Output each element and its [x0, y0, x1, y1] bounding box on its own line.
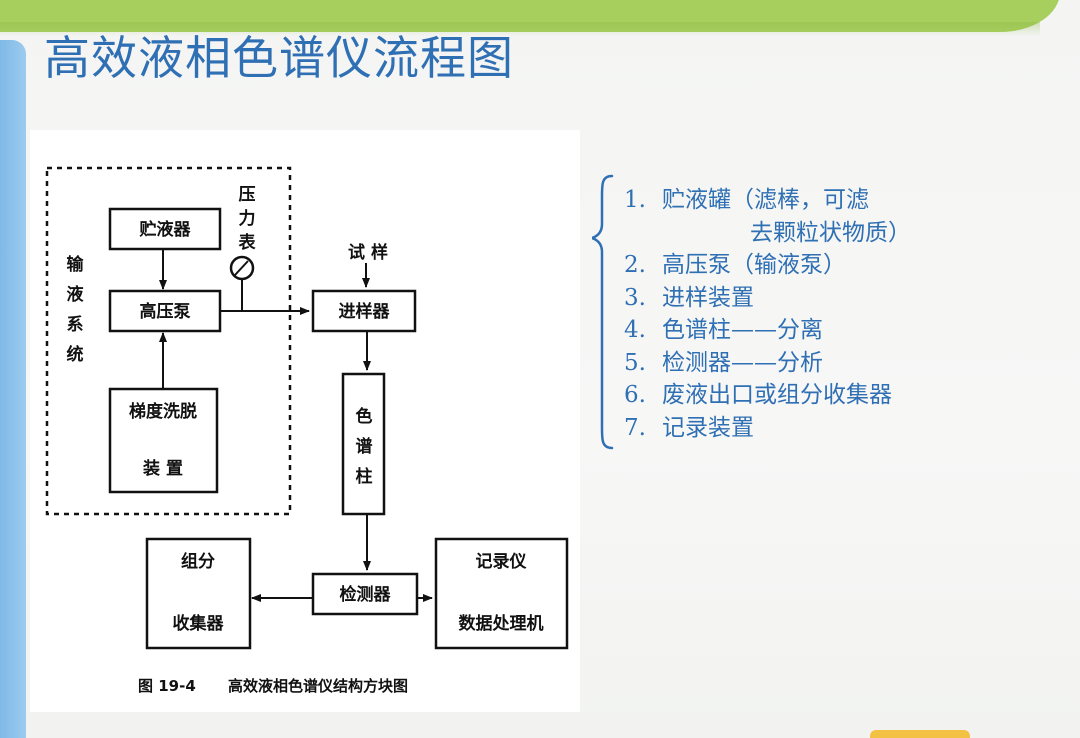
gradient-elution-label-1: 梯度洗脱	[129, 401, 197, 422]
slide-title: 高效液相色谱仪流程图	[44, 31, 514, 85]
list-item: 4.色谱柱——分离	[624, 317, 823, 343]
gauge-label-char-1: 压	[239, 185, 256, 205]
collector-box	[145, 537, 252, 650]
injector-box	[311, 289, 417, 333]
pressure-gauge-needle	[234, 260, 249, 276]
list-item: 7.记录装置	[624, 414, 754, 441]
collector-label-2: 收集器	[173, 613, 225, 634]
block-diagram-svg: 输 液 系 统 贮液器 高压泵 梯度洗脱 装 置 压 力 表 试 样	[45, 166, 569, 695]
list-item: 3.进样装置	[624, 284, 754, 311]
recorder-box	[434, 537, 569, 650]
list-item: 5.检测器——分析	[624, 349, 823, 376]
column-label-char-2: 谱	[356, 436, 373, 457]
gradient-elution-label-2: 装 置	[142, 458, 183, 479]
reservoir-label: 贮液器	[139, 219, 192, 240]
block-diagram-figure: 输 液 系 统 贮液器 高压泵 梯度洗脱 装 置 压 力 表 试 样	[30, 130, 580, 712]
detector-label: 检测器	[340, 584, 392, 605]
gauge-label-char-3: 表	[239, 232, 257, 253]
pump-label: 高压泵	[140, 301, 191, 322]
column-box	[341, 372, 386, 516]
components-list-panel: 1.贮液罐（滤棒，可滤 去颗粒状物质） 2.高压泵（输液泵） 3.进样装置 4.…	[592, 172, 1062, 462]
column-label-char-1: 色	[356, 406, 373, 427]
components-list: 1.贮液罐（滤棒，可滤 去颗粒状物质） 2.高压泵（输液泵） 3.进样装置 4.…	[624, 184, 911, 444]
left-decorative-bar	[0, 40, 26, 738]
system-label-char-3: 系	[67, 315, 84, 335]
list-item: 6.废液出口或组分收集器	[624, 382, 892, 408]
recorder-label-1: 记录仪	[476, 552, 528, 572]
bottom-decorative-accent	[870, 730, 970, 738]
delivery-system-boundary	[45, 166, 292, 516]
list-item-continuation: 去颗粒状物质）	[750, 219, 911, 246]
collector-label-1: 组分	[181, 551, 215, 572]
figure-number: 图 19-4	[138, 677, 196, 695]
system-label-char-1: 输	[67, 254, 85, 275]
recorder-label-2: 数据处理机	[459, 613, 544, 634]
list-item: 2.高压泵（输液泵）	[624, 252, 846, 278]
list-item: 1.贮液罐（滤棒，可滤	[624, 187, 869, 213]
top-band-shadow	[0, 22, 1040, 36]
gauge-label-char-2: 力	[239, 208, 256, 229]
detector-box	[311, 572, 419, 616]
gradient-elution-box	[108, 387, 219, 494]
sample-label: 试 样	[348, 242, 388, 263]
column-label-char-3: 柱	[356, 466, 373, 487]
system-label-char-4: 统	[67, 344, 84, 365]
injector-label: 进样器	[339, 301, 391, 322]
reservoir-box	[108, 207, 222, 251]
top-decorative-band	[0, 0, 1060, 32]
curly-brace-icon	[592, 174, 614, 450]
figure-caption: 高效液相色谱仪结构方块图	[228, 677, 408, 695]
system-label-char-2: 液	[67, 284, 84, 305]
